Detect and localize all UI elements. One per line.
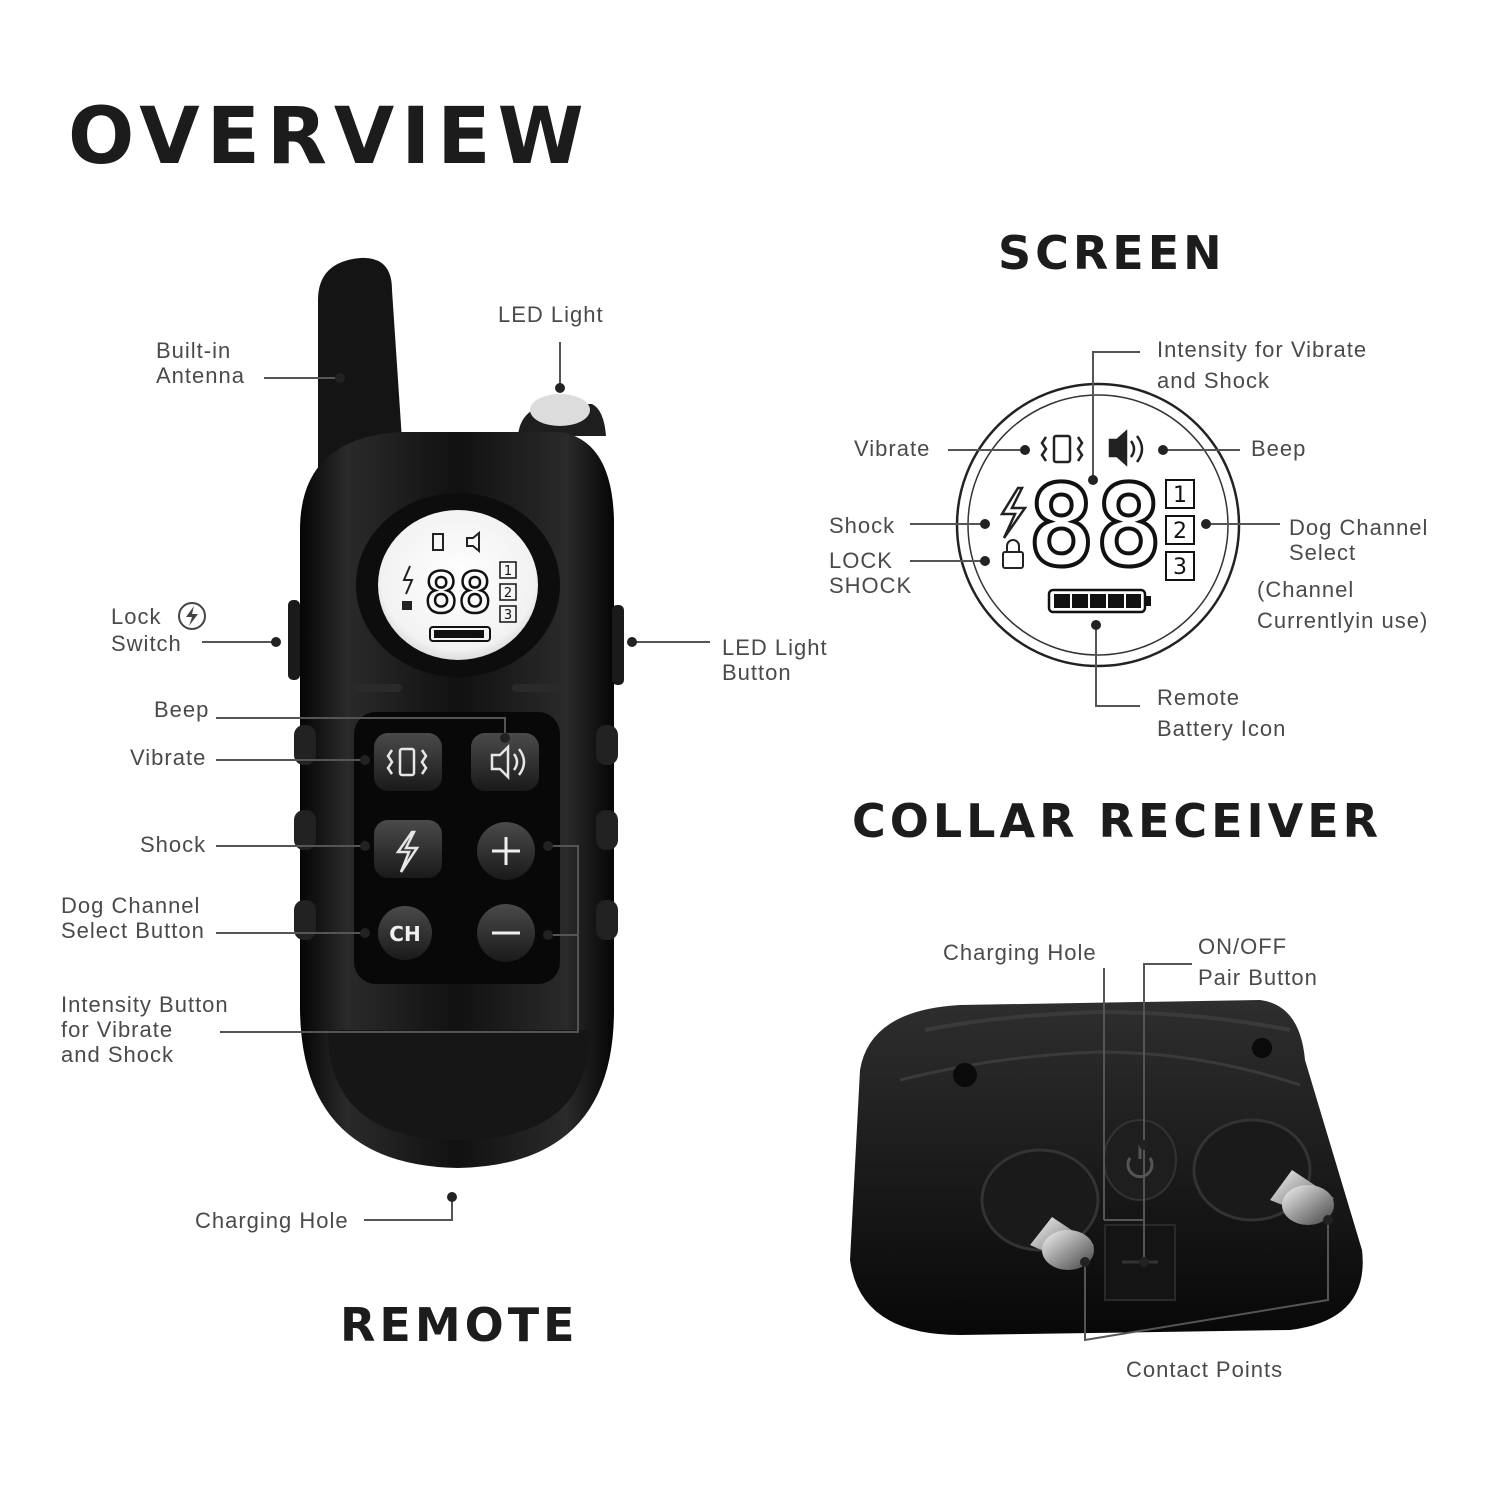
screen-leader-dots (980, 445, 1211, 630)
shock-icon (395, 830, 420, 873)
label-screen-beep: Beep (1251, 436, 1307, 461)
lock-icon (1002, 539, 1024, 569)
beep-button[interactable] (471, 733, 539, 791)
svg-text:1: 1 (1173, 483, 1187, 508)
label-lock-switch: Lock Switch (111, 601, 209, 656)
svg-text:CH: CH (389, 922, 420, 946)
screen-leader-lines (910, 351, 1280, 707)
remote-device: 88 1 2 3 (288, 257, 624, 1168)
beep-icon (1108, 429, 1144, 467)
screen-detail: 88 1 2 3 (955, 382, 1241, 668)
shock-button[interactable] (374, 820, 442, 878)
svg-text:1: 1 (504, 564, 512, 579)
lock-switch-icon (288, 600, 300, 680)
collar-section-title: COLLAR RECEIVER (852, 794, 1383, 848)
battery-icon (1047, 588, 1151, 614)
label-collar-charging-hole: Charging Hole (943, 940, 1097, 965)
contact-point-icon (1270, 1170, 1334, 1225)
remote-section-title: REMOTE (340, 1298, 579, 1352)
svg-text:3: 3 (504, 608, 512, 623)
label-vibrate: Vibrate (130, 745, 207, 770)
vibrate-button[interactable] (374, 733, 442, 791)
screen-section-title: SCREEN (998, 226, 1226, 280)
antenna-icon (318, 257, 402, 470)
beep-icon (490, 743, 526, 781)
label-beep: Beep (154, 697, 210, 722)
remote-lcd-digits: 88 (424, 561, 491, 626)
label-contact-points: Contact Points (1126, 1357, 1284, 1382)
label-screen-vibrate: Vibrate (854, 436, 931, 461)
remote-leader-dots (271, 373, 637, 1202)
lock-switch-icon (177, 602, 206, 630)
svg-text:2: 2 (504, 586, 512, 601)
vibrate-icon (386, 747, 428, 777)
remote-leader-lines (202, 342, 710, 1221)
label-shock: Shock (140, 832, 207, 857)
plus-icon (492, 837, 520, 865)
collar-receiver (850, 1000, 1363, 1335)
intensity-minus-button[interactable] (477, 904, 535, 962)
channel-select-button[interactable]: CH (378, 906, 432, 960)
collar-leader-dots (1080, 1140, 1333, 1267)
svg-text:2: 2 (1173, 519, 1187, 544)
svg-text:3: 3 (1173, 555, 1187, 580)
shock-icon (999, 486, 1028, 539)
label-led-light: LED Light (498, 302, 604, 327)
collar-leader-lines (1084, 963, 1329, 1342)
label-screen-shock: Shock (829, 513, 896, 538)
page-title: OVERVIEW (68, 92, 591, 182)
vibrate-icon (1040, 434, 1084, 464)
led-light-icon (530, 394, 590, 426)
intensity-plus-button[interactable] (477, 822, 535, 880)
label-remote-charging-hole: Charging Hole (195, 1208, 349, 1233)
